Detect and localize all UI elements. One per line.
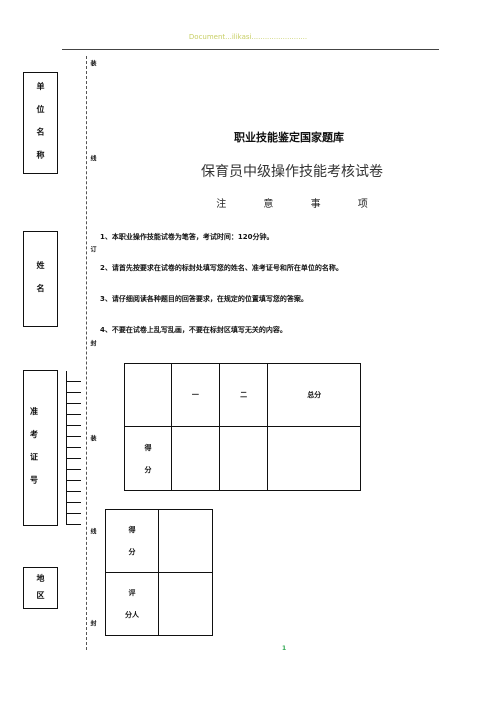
score-table-header-2: 二 (218, 363, 269, 427)
region-box: 地 区 (23, 567, 58, 609)
margin-mark: 装 (89, 60, 96, 66)
binding-line (86, 56, 87, 650)
exam-title: 保育员中级操作技能考核试卷 (201, 164, 383, 180)
ticket-number-box: 准 考 证 号 (23, 370, 81, 526)
score-table-corner (123, 363, 173, 427)
unit-name-label: 单 位 名 称 (36, 81, 45, 165)
score-table-header-total: 总分 (267, 363, 361, 427)
grader-name-cell[interactable] (158, 572, 213, 636)
grader-name-label: 评 分人 (105, 572, 159, 636)
header-rule (62, 49, 439, 50)
watermark: Document...ilikasi......................… (188, 33, 308, 41)
score-cell-2[interactable] (218, 426, 269, 491)
ticket-number-grid[interactable] (66, 371, 81, 525)
score-summary-table: 一 二 总分 得 分 (123, 363, 361, 491)
notice-item: 4、不要在试卷上乱写乱画，不要在标封区填写无关的内容。 (100, 326, 287, 334)
margin-mark: 订 (89, 246, 96, 252)
notice-item: 3、请仔细阅读各种题目的回答要求，在规定的位置填写您的答案。 (100, 295, 308, 303)
margin-mark: 封 (89, 620, 96, 626)
margin-mark: 封 (89, 340, 96, 346)
margin-mark: 装 (89, 435, 96, 441)
ticket-number-label: 准 考 证 号 (29, 406, 39, 490)
region-label: 地 区 (36, 574, 45, 602)
name-label: 姓 名 (36, 260, 45, 298)
score-table-header-1: 一 (171, 363, 220, 427)
score-row-label: 得 分 (123, 426, 173, 491)
notice-item: 1、本职业操作技能试卷为笔答，考试时间：120分钟。 (100, 233, 274, 241)
score-cell-1[interactable] (171, 426, 220, 491)
grader-score-cell[interactable] (158, 509, 213, 573)
notice-item: 2、请首先按要求在试卷的标封处填写您的姓名、准考证号和所在单位的名称。 (100, 264, 343, 272)
grader-table: 得 分 评 分人 (105, 509, 213, 636)
unit-name-box: 单 位 名 称 (23, 72, 58, 174)
notice-heading: 注 意 事 项 (216, 199, 368, 210)
institution-title: 职业技能鉴定国家题库 (234, 131, 344, 144)
margin-mark: 线 (89, 155, 96, 161)
page-number: 1 (282, 645, 287, 652)
name-box: 姓 名 (23, 231, 58, 327)
margin-mark: 线 (89, 528, 96, 534)
score-cell-total[interactable] (267, 426, 361, 491)
grader-score-label: 得 分 (105, 509, 159, 573)
